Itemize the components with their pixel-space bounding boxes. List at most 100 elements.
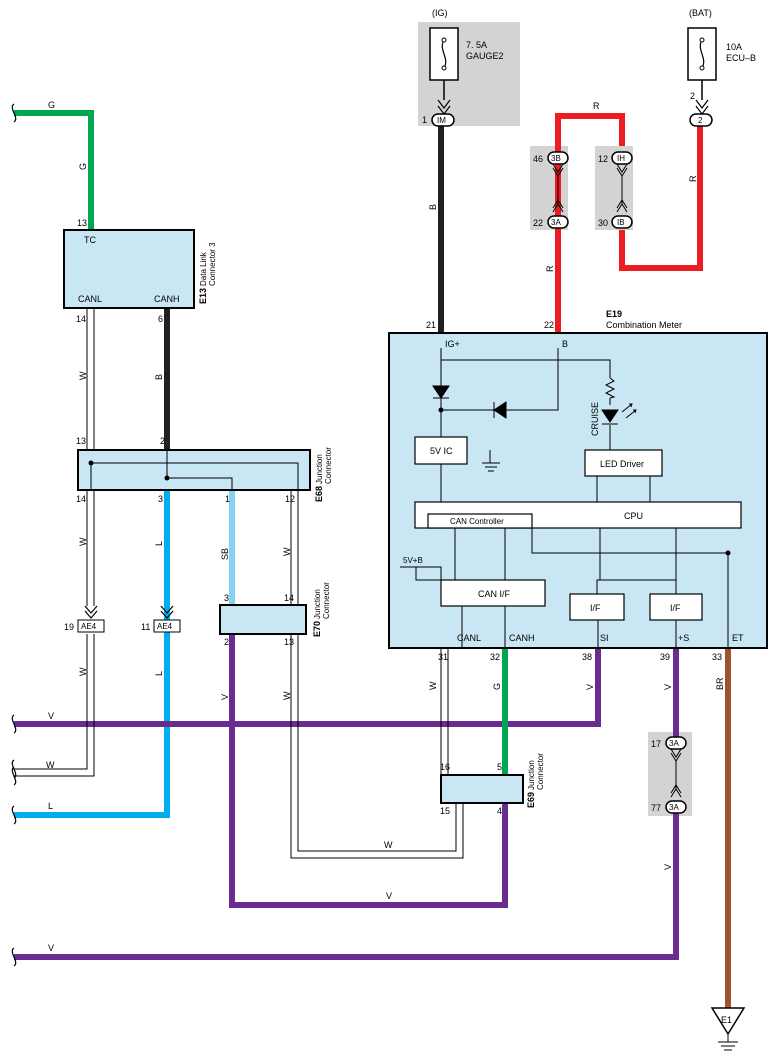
wire-v-e70-e69 <box>229 634 508 908</box>
e68-pin-bot-w: 14 <box>76 494 86 504</box>
wire-g-top <box>14 110 94 230</box>
e69-pin-bl: 15 <box>440 806 450 816</box>
e19-pin-b: 22 <box>544 320 554 330</box>
bat-connector <box>689 113 713 127</box>
j3a-lower-top-pin: 17 <box>651 739 661 749</box>
wire-label-v-3: V <box>663 684 673 690</box>
e19-name: Combination Meter <box>606 320 682 330</box>
wire-label-v-7: V <box>48 943 54 953</box>
wire-label-l-1: L <box>154 541 164 546</box>
e68-name-2: Connector <box>324 447 333 484</box>
e19-pin-canl: 31 <box>438 652 448 662</box>
block-if-2 <box>649 593 703 621</box>
e68-box <box>77 449 311 491</box>
diode-ig-icon <box>432 385 450 399</box>
ae4-left-label: AE4 <box>81 622 97 631</box>
e69-name-2: Connector <box>536 753 545 790</box>
ig-connector <box>431 113 455 127</box>
e68-node-2 <box>164 475 170 481</box>
jib-pin: 30 <box>598 218 608 228</box>
e13-canl: CANL <box>78 294 102 304</box>
e13-tc: TC <box>84 235 96 245</box>
wire-label-sb: SB <box>220 548 230 560</box>
e19-can-controller: CAN Controller <box>450 517 504 526</box>
e70-pin-bl: 2 <box>224 637 229 647</box>
ig-fuse-rating: 7. 5A <box>466 40 487 50</box>
j3a-lower-bot: 3A <box>669 803 679 812</box>
e13-box <box>63 229 195 309</box>
led-rays-icon <box>621 403 637 419</box>
wire-label-w-5: W <box>282 691 292 700</box>
wire-l <box>14 490 170 818</box>
e68-internal <box>90 450 299 490</box>
e68-node-1 <box>88 460 94 466</box>
block-5v-ic <box>414 436 468 465</box>
e70-code: E70 <box>312 621 322 637</box>
e19-b-label: B <box>562 339 568 349</box>
e19-supply: 5V+B <box>403 556 423 565</box>
ig-pin: 1 <box>422 115 427 125</box>
e19-ic-5v: 5V IC <box>430 446 453 456</box>
e19-led-driver: LED Driver <box>600 459 644 469</box>
wire-label-l-2: L <box>154 671 164 676</box>
e69-pin-tr: 5 <box>497 762 502 772</box>
e70-name-2: Connector <box>322 582 331 619</box>
bat-pin: 2 <box>690 91 695 101</box>
e19-node-et <box>725 550 731 556</box>
e19-if-2: I/F <box>670 603 681 613</box>
e69-code: E69 <box>526 792 536 808</box>
e19-pin-si: 38 <box>582 652 592 662</box>
e19-out-canh: CANH <box>509 633 535 643</box>
ae4-right <box>153 605 181 633</box>
e70-pin-tr: 14 <box>284 593 294 603</box>
e19-pin-s: 39 <box>660 652 670 662</box>
e19-cpu: CPU <box>624 511 643 521</box>
e13-name-2: Connector 3 <box>208 242 217 286</box>
e69-pin-br: 4 <box>497 806 502 816</box>
wire-label-g-2: G <box>78 163 88 170</box>
wire-label-w-6: W <box>428 681 438 690</box>
wire-v-si <box>14 648 601 727</box>
jih-label: IH <box>617 154 625 163</box>
e68-name-1: Junction <box>315 454 324 484</box>
diode-b-icon <box>493 401 507 419</box>
e68-pin-top-w: 13 <box>76 436 86 446</box>
ground-label: E1 <box>721 1015 732 1025</box>
block-can-if <box>440 579 546 607</box>
ig-fuse-name: GAUGE2 <box>466 51 504 61</box>
wire-label-v-5: V <box>386 891 392 901</box>
e13-name-1: Data Link <box>199 251 208 286</box>
jih-pin: 12 <box>598 154 608 164</box>
wire-label-v-2: V <box>585 684 595 690</box>
block-led-driver <box>584 449 663 477</box>
bat-label: (BAT) <box>689 8 712 18</box>
wire-label-v-4: V <box>48 711 54 721</box>
e69-box <box>440 774 524 804</box>
ae4-left-pin: 19 <box>64 622 74 632</box>
wire-label-v-6: V <box>663 864 673 870</box>
e19-pin-ig: 21 <box>426 320 436 330</box>
e68-pin-bot-l: 3 <box>158 494 163 504</box>
wire-label-r-3: R <box>688 175 698 182</box>
ig-conn-label: IM <box>437 116 446 125</box>
e70-box <box>219 604 307 635</box>
j3a-label: 3A <box>551 218 561 227</box>
resistor-icon <box>604 377 616 399</box>
wire-label-w-3: W <box>282 547 292 556</box>
wire-label-v-1: V <box>220 694 230 700</box>
junction-3b-3a <box>547 151 569 229</box>
white-wires <box>14 308 464 859</box>
e70-pin-tl: 3 <box>224 593 229 603</box>
e68-code: E68 <box>314 486 324 502</box>
bat-conn-label: 2 <box>698 116 703 125</box>
ig-label: (IG) <box>432 8 448 18</box>
e13-code: E13 <box>198 288 208 304</box>
ae4-left <box>77 605 105 633</box>
e68-pin-bot-sb: 1 <box>225 494 230 504</box>
wire-label-br: BR <box>715 677 725 690</box>
led-cruise-icon <box>601 409 619 425</box>
e13-pin-canl: 14 <box>76 314 86 324</box>
e69-pin-tl: 16 <box>440 762 450 772</box>
e69-name-1: Junction <box>527 760 536 790</box>
wire-label-w-1: W <box>78 371 88 380</box>
